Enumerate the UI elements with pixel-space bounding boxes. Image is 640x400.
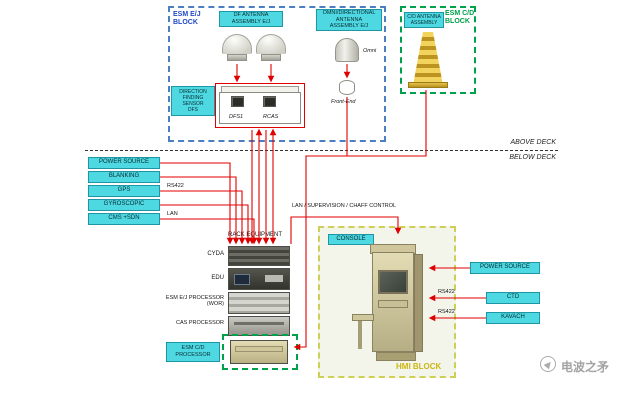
- power-source-right-box: POWER SOURCE: [470, 262, 540, 274]
- cas-processor-label: CAS PROCESSOR: [176, 320, 224, 326]
- df-antenna-2-base: [261, 54, 281, 61]
- arrow-cd-antenna-to-processor: [293, 90, 427, 351]
- dfs-port-1: [231, 96, 244, 107]
- rcas-label: RCAS: [263, 114, 279, 120]
- rack-unit-esm-cd-processor: [230, 340, 288, 364]
- rack-unit-cyda: [228, 246, 290, 266]
- arrow-gps-to-rack: [160, 190, 246, 245]
- dfs-port-2: [263, 96, 276, 107]
- arrow-cms-to-rack: [160, 218, 258, 245]
- gyroscopic-box: GYROSCOPIC: [88, 199, 160, 211]
- omni-tag: Omni: [363, 48, 377, 54]
- esm-cd-processor-dashed-box: [222, 334, 298, 370]
- console-shelf-leg: [358, 321, 362, 349]
- rack-unit-esm-ej-processor: [228, 292, 290, 314]
- cd-antenna-base: [408, 82, 448, 88]
- arrow-blanking-to-rack: [160, 176, 240, 245]
- kavach-box: KAVACH: [486, 312, 540, 324]
- blanking-box: BLANKING: [88, 171, 160, 183]
- console-base: [376, 352, 416, 361]
- watermark-logo: [540, 356, 556, 372]
- front-end-unit: [339, 80, 355, 95]
- cyda-label: CYDA: [207, 251, 224, 257]
- esm-cd-block-title: ESM C/D BLOCK: [445, 10, 475, 26]
- arrow-gyro-to-rack: [160, 204, 252, 245]
- omni-antenna: [335, 38, 359, 62]
- df-antenna-1: [222, 34, 252, 61]
- esm-ej-block-title: ESM E/J BLOCK: [173, 11, 201, 27]
- below-deck-label: BELOW DECK: [509, 154, 556, 161]
- rs422-left-label: RS422: [167, 183, 184, 189]
- ctd-box: CTD: [486, 292, 540, 304]
- omni-antenna-assembly-label: OMNI/DIRECTIONAL ANTENNA ASSEMBLY E/J: [316, 9, 382, 31]
- esm-cd-block-box: [400, 6, 476, 94]
- arrow-power-to-rack: [160, 162, 234, 245]
- rs422-ctd-label: RS422: [438, 289, 455, 295]
- above-deck-label: ABOVE DECK: [510, 139, 556, 146]
- power-source-left-box: POWER SOURCE: [88, 157, 160, 169]
- df-antenna-1-base: [227, 54, 247, 61]
- console-control-panel: [378, 300, 408, 308]
- edu-label: EDU: [211, 275, 224, 281]
- df-antenna-assembly-label: DF ANTENNA ASSEMBLY E/J: [219, 11, 283, 27]
- console-label: CONSOLE: [328, 234, 374, 245]
- deck-separator-line: [85, 150, 558, 151]
- esm-ej-block-box: [168, 6, 386, 142]
- console-keyboard-shelf: [352, 314, 374, 321]
- arrow-rack-to-console-lan: [290, 216, 402, 244]
- hmi-block-title: HMI BLOCK: [396, 362, 442, 371]
- watermark-text: 电波之矛: [561, 360, 610, 374]
- dfs1-label: DFS1: [229, 114, 244, 120]
- front-end-label: Front-End: [331, 99, 356, 105]
- console-screen: [378, 270, 408, 294]
- console-side-panel: [414, 254, 423, 352]
- cms-sdn-box: CMS +SDN: [88, 213, 160, 225]
- dfs-red-frame: [215, 83, 305, 128]
- esm-ej-processor-label: ESM E/J PROCESSOR (WOR): [165, 295, 224, 307]
- direction-finding-sensor-label: DIRECTION FINDING SENSOR DFS: [171, 86, 215, 116]
- dfs-chassis: [219, 92, 301, 124]
- lan-left-label: LAN: [167, 211, 178, 217]
- rack-equipment-label: RACK EQUIPMENT: [228, 232, 283, 238]
- rack-unit-edu: [228, 268, 290, 290]
- lan-supervision-chaff-label: LAN / SUPERVISION / CHAFF CONTROL: [292, 203, 397, 209]
- esm-cd-processor-label: ESM C/D PROCESSOR: [166, 342, 220, 362]
- gps-box: GPS: [88, 185, 160, 197]
- df-antenna-2: [256, 34, 286, 61]
- cd-antenna-assembly-label: C/D ANTENNA ASSEMBLY: [404, 12, 444, 28]
- rs422-kavach-label: RS422: [438, 309, 455, 315]
